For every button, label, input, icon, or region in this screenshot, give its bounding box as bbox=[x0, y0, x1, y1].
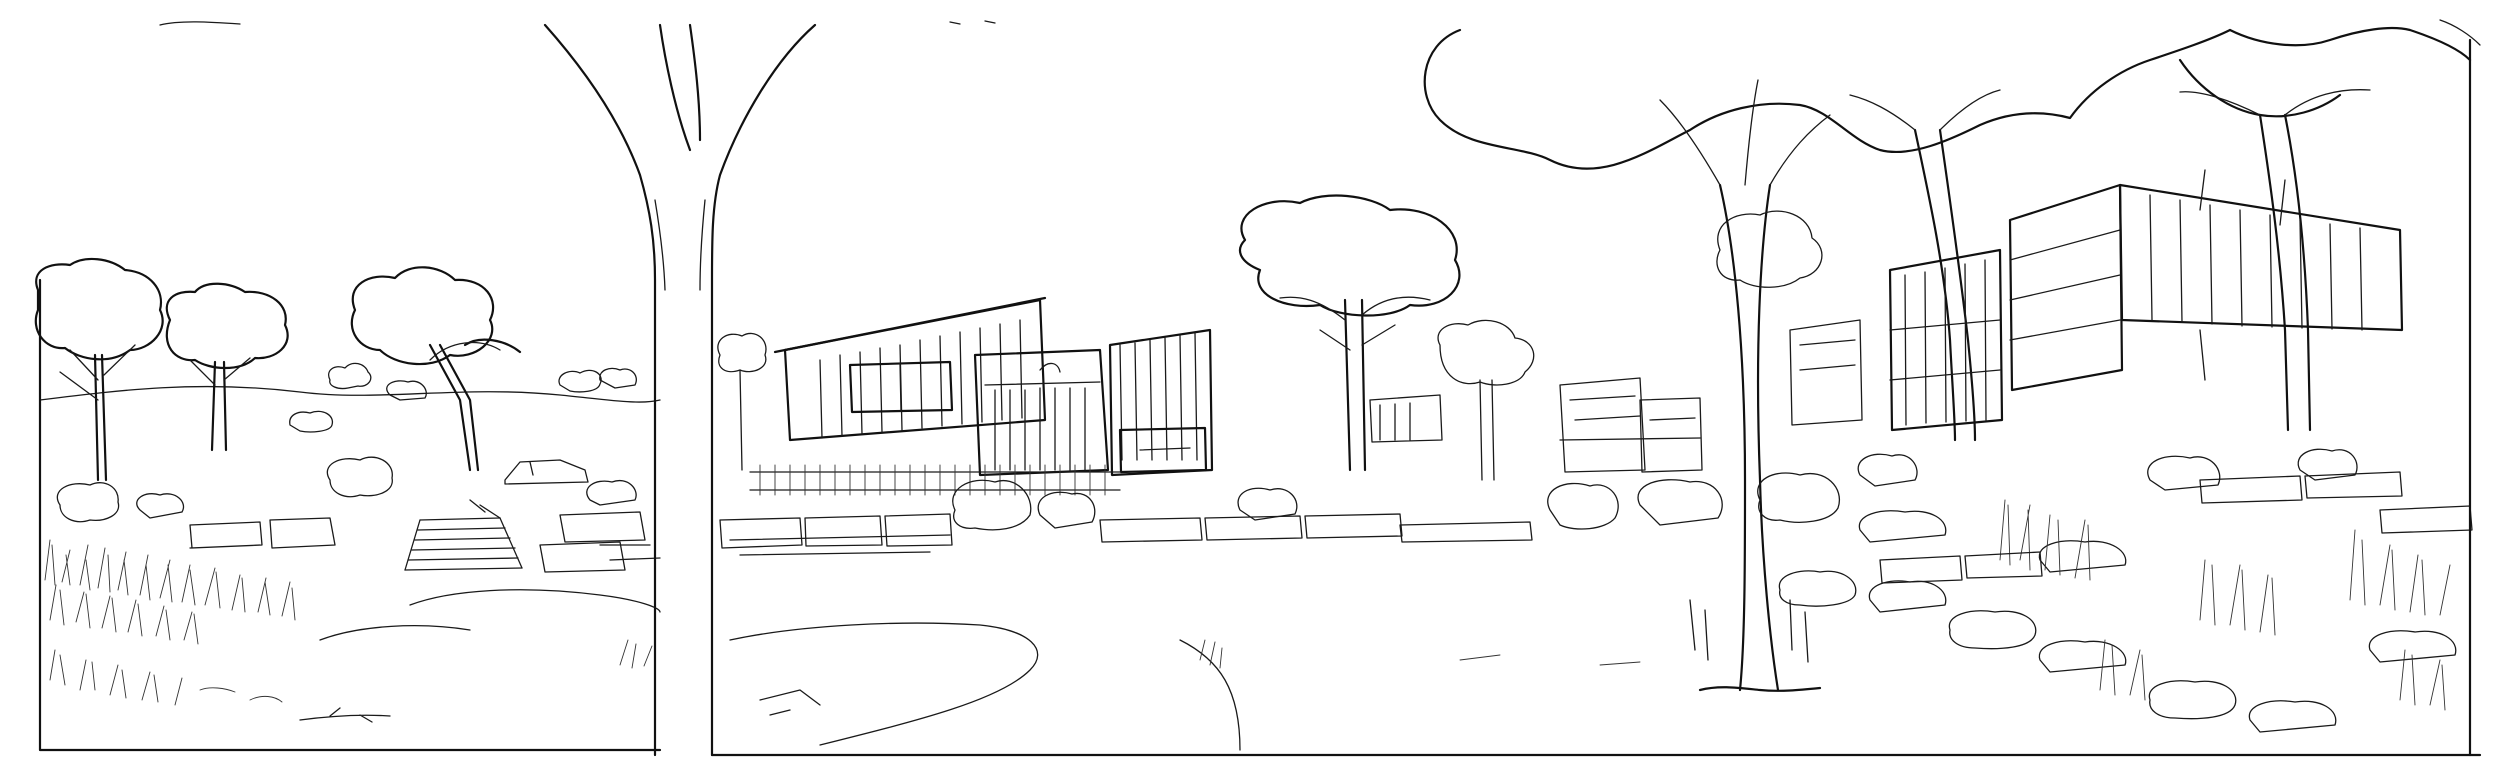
path-edge-left-2 bbox=[320, 626, 470, 640]
meadow-grass-left bbox=[45, 540, 295, 705]
garden-stairs bbox=[405, 500, 522, 570]
right-panel bbox=[1425, 20, 2480, 755]
foreground-tree-trunk bbox=[545, 25, 815, 755]
shrub-masses-left bbox=[57, 457, 636, 521]
lawn-and-path-center bbox=[620, 623, 1640, 750]
shrubs-right bbox=[1758, 449, 2357, 522]
tree-beside-house bbox=[718, 333, 766, 470]
tree-canopy-center-right bbox=[1438, 320, 1534, 480]
house-group-1 bbox=[775, 298, 1212, 475]
center-panel bbox=[620, 196, 2480, 755]
tree-right-2 bbox=[1850, 90, 2000, 440]
tree-right-3 bbox=[2180, 90, 2370, 430]
tree-canopy-left-2 bbox=[167, 284, 288, 450]
sky-scribble bbox=[160, 22, 240, 25]
tree-canopy-far-left bbox=[36, 259, 163, 480]
panel-frame-left bbox=[40, 280, 660, 750]
left-panel bbox=[36, 259, 660, 750]
large-tree-right bbox=[1660, 80, 1830, 691]
tree-canopy-center bbox=[1240, 196, 1459, 470]
stone-walls-center bbox=[720, 514, 1532, 555]
creek-boulders bbox=[1779, 511, 2455, 732]
distant-hill-line bbox=[40, 387, 660, 403]
distant-shrubs-left bbox=[290, 363, 637, 432]
stone-walls-left bbox=[190, 512, 660, 572]
shrubs-center-row bbox=[953, 480, 1722, 530]
fallen-branch-left bbox=[300, 708, 390, 722]
sky-mark bbox=[950, 21, 995, 24]
rushes-right bbox=[2000, 500, 2450, 710]
tree-canopy-left-3 bbox=[352, 267, 520, 470]
tree-canopy-right-small bbox=[1717, 211, 1822, 287]
distant-vehicle bbox=[505, 460, 588, 484]
canopy-mass-right bbox=[1425, 30, 2230, 169]
stone-walls-right bbox=[1880, 472, 2472, 583]
distant-houses-mid bbox=[1370, 378, 1702, 472]
picket-fence bbox=[750, 465, 1120, 495]
path-edge-left bbox=[410, 590, 660, 612]
house-group-right bbox=[1790, 170, 2402, 430]
